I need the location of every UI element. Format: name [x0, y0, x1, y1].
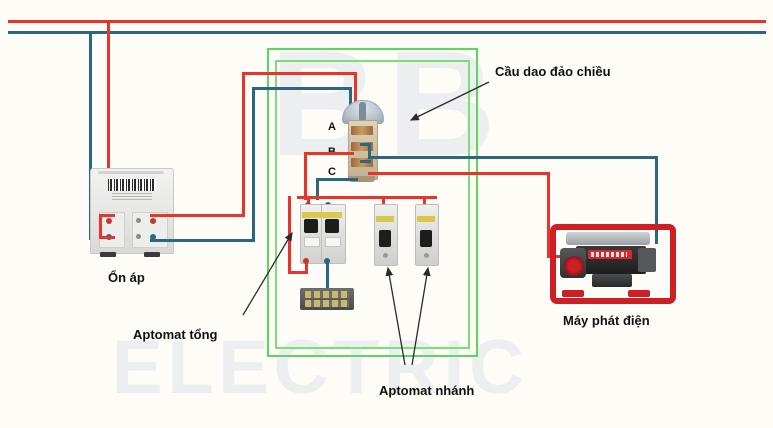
generator-foot-left: [562, 290, 584, 297]
main-breaker-window-left: [304, 237, 320, 247]
stabilizer-terminal-aux-1: [136, 218, 141, 223]
wire-live-stab-top-h: [242, 72, 357, 75]
terminal-label-c: C: [328, 166, 336, 178]
stabilizer-barcode: [108, 179, 156, 191]
generator-brand-text: [591, 252, 627, 257]
pointer-main-breaker: [242, 231, 293, 316]
main-breaker-toggle-right[interactable]: [325, 219, 339, 233]
wire-live-breaker-bus: [297, 196, 437, 199]
pointer-branch-breaker-2: [411, 266, 431, 366]
branch-breaker-1[interactable]: [374, 204, 398, 266]
wire-live-main-out-down: [305, 262, 308, 274]
terminal-block-screws-lower: [305, 300, 349, 307]
pointer-changeover-switch: [409, 81, 490, 121]
wire-live-bus-to-branch2: [423, 196, 426, 205]
wire-neutral-to-generator-down: [655, 156, 658, 244]
enclosure-outer: [267, 48, 478, 357]
terminal-block: [300, 288, 354, 310]
wire-neutral-main-out-down: [326, 262, 329, 290]
junction-dot-main-out-neutral: [324, 258, 330, 264]
stabilizer-top-vent: [98, 171, 164, 174]
branch-breaker-1-hole: [383, 253, 388, 258]
main-breaker-divider: [321, 204, 322, 262]
label-main-breaker: Aptomat tổng: [133, 327, 218, 342]
generator-recoil-starter: [564, 256, 584, 276]
stabilizer-terminal-aux-2: [136, 234, 141, 239]
changeover-switch-handle-slot: [359, 102, 366, 122]
wire-live-to-generator-down: [547, 172, 550, 258]
main-breaker[interactable]: [300, 204, 346, 264]
main-breaker-label-strip: [302, 212, 342, 218]
wire-neutral-c-out-h: [316, 178, 358, 181]
wire-live-main-loop-h: [288, 271, 308, 274]
generator-outlet-panel: [638, 248, 656, 272]
wire-neutral-c-down: [316, 178, 319, 200]
pointer-branch-breaker-1: [385, 266, 406, 366]
wire-neutral-switch-stub-1h: [360, 143, 371, 146]
wire-live-stab-down-to-switch: [354, 72, 357, 110]
changeover-switch-contact-b: [351, 142, 373, 151]
wire-neutral-mains-drop: [89, 31, 92, 239]
stabilizer-terminal-out-neutral: [150, 234, 156, 240]
generator: [548, 222, 676, 304]
stabilizer-terminal-in-live: [106, 218, 112, 224]
mains-neutral-line: [8, 31, 766, 34]
changeover-switch-base: [349, 176, 375, 182]
main-breaker-toggle-left[interactable]: [304, 219, 318, 233]
wire-live-stab-out-up: [242, 72, 245, 217]
wire-live-bus-to-branch1: [382, 196, 385, 205]
junction-dot-main-out-live: [303, 258, 309, 264]
changeover-switch[interactable]: [340, 100, 384, 184]
main-breaker-window-right: [325, 237, 341, 247]
generator-tank: [566, 232, 650, 245]
stabilizer-foot-right: [144, 252, 160, 257]
wire-live-stab-out-h: [150, 214, 245, 217]
branch-breaker-2-toggle[interactable]: [420, 230, 432, 247]
generator-frame: [550, 224, 676, 304]
terminal-label-a: A: [328, 121, 336, 133]
generator-muffler: [592, 274, 632, 287]
branch-breaker-1-toggle[interactable]: [379, 230, 391, 247]
wire-neutral-stab-out-h: [150, 239, 255, 242]
changeover-switch-contact-a: [351, 126, 373, 135]
wire-live-stab-input-left: [99, 214, 102, 239]
stabilizer-foot-left: [100, 252, 116, 257]
branch-breaker-2-hole: [424, 253, 429, 258]
stabilizer-terminal-out-live: [150, 218, 156, 224]
label-generator: Máy phát điện: [563, 313, 650, 328]
wire-live-stab-input-bottom: [99, 236, 115, 239]
wire-live-switch-right-h: [368, 172, 550, 175]
wire-neutral-stab-top-h: [252, 87, 352, 90]
wire-neutral-stab-out-up: [252, 87, 255, 242]
wire-neutral-switch-stub-1: [368, 143, 371, 159]
wire-neutral-switch-right-h: [368, 156, 658, 159]
terminal-block-screws: [305, 291, 349, 298]
wire-live-stab-input-loop: [99, 214, 115, 217]
branch-breaker-1-label-strip: [376, 216, 394, 222]
label-branch-breakers: Aptomat nhánh: [379, 383, 475, 398]
wire-live-b-down: [304, 152, 307, 200]
branch-breaker-2[interactable]: [415, 204, 439, 266]
wire-neutral-stab-down-to-switch: [349, 87, 352, 110]
branch-breaker-2-label-strip: [417, 216, 435, 222]
stabilizer-barcode-text: [112, 193, 152, 202]
wire-live-mains-drop: [107, 20, 110, 232]
wire-neutral-switch-stub-2h: [360, 160, 371, 163]
wire-live-b-out-h: [304, 152, 354, 155]
enclosure-inner: [275, 60, 470, 349]
generator-foot-right: [628, 290, 650, 297]
mains-live-line: [8, 20, 766, 23]
label-changeover-switch: Cầu dao đảo chiều: [495, 64, 611, 79]
label-voltage-stabilizer: Ổn áp: [108, 270, 145, 285]
wire-live-bus-to-main: [307, 196, 310, 205]
